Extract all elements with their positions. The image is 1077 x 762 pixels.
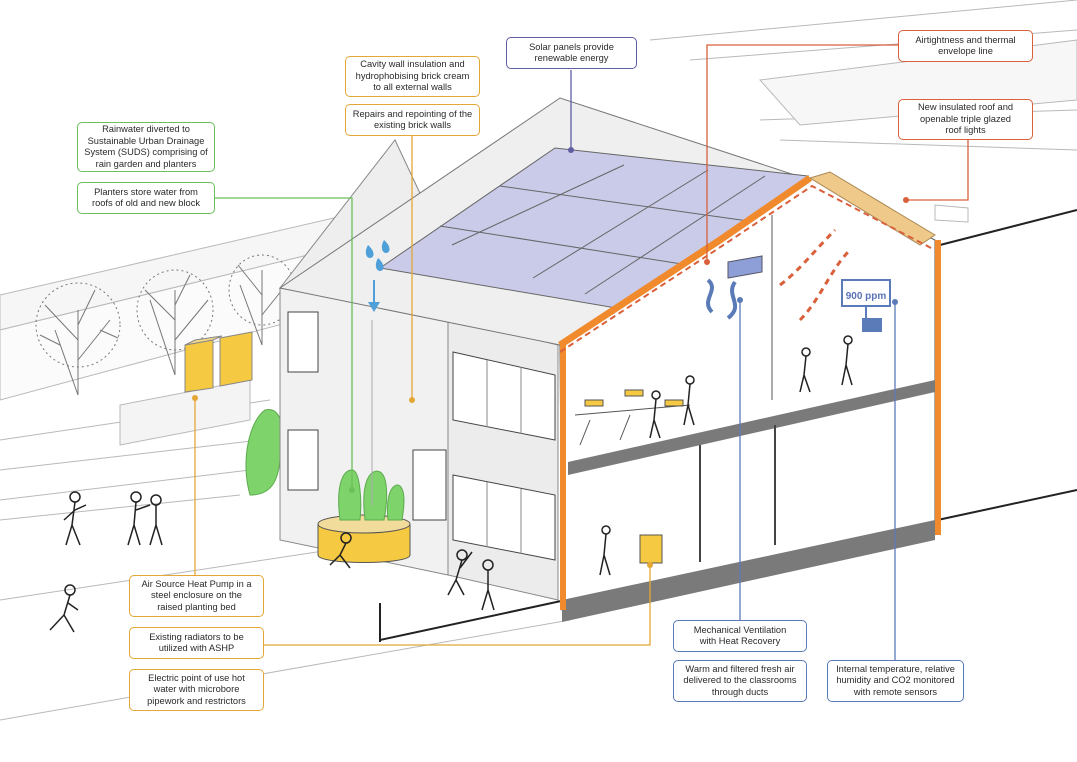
callout-line: delivered to the classrooms	[683, 675, 796, 687]
callout-line: Rainwater diverted to	[84, 124, 207, 136]
callout-line: Electric point of use hot	[147, 673, 246, 685]
callout-line: Planters store water from	[92, 187, 200, 199]
callout-line: humidity and CO2 monitored	[836, 675, 955, 687]
callout-line: Airtightness and thermal	[915, 35, 1015, 47]
callout-line: openable triple glazed	[918, 114, 1013, 126]
callout-line: with Heat Recovery	[694, 636, 787, 648]
callout-line: utilized with ASHP	[149, 643, 244, 655]
callout-line: New insulated roof and	[918, 102, 1013, 114]
leader-roof	[906, 140, 968, 200]
callout-line: pipework and restrictors	[147, 696, 246, 708]
callout-line: through ducts	[683, 687, 796, 699]
person-figure	[64, 492, 86, 545]
callout-line: Solar panels provide	[529, 42, 614, 54]
callout-line: roof lights	[918, 125, 1013, 137]
callout-line: hydrophobising brick cream	[356, 71, 470, 83]
callout-line: with remote sensors	[836, 687, 955, 699]
callout-line: roofs of old and new block	[92, 198, 200, 210]
ground-line-right	[940, 210, 1077, 245]
callout-line: Air Source Heat Pump in a	[141, 579, 251, 591]
co2-sensor-display: 900 ppm	[844, 286, 888, 306]
callout-line: System (SUDS) comprising of	[84, 147, 207, 159]
callout-line: to all external walls	[356, 82, 470, 94]
callout-line: water with microbore	[147, 684, 246, 696]
callout-line: steel enclosure on the	[141, 590, 251, 602]
callout-line: envelope line	[915, 46, 1015, 58]
callout-line: Mechanical Ventilation	[694, 625, 787, 637]
person-figure	[150, 495, 162, 545]
callout-line: rain garden and planters	[84, 159, 207, 171]
callout-line: Internal temperature, relative	[836, 664, 955, 676]
callout-line: raised planting bed	[141, 602, 251, 614]
callout-line: Existing radiators to be	[149, 632, 244, 644]
callout-line: Cavity wall insulation and	[356, 59, 470, 71]
callout-line: Repairs and repointing of the	[353, 109, 472, 121]
callout-line: existing brick walls	[353, 120, 472, 132]
rain-garden-shrub	[246, 410, 283, 495]
callout-line: Warm and filtered fresh air	[683, 664, 796, 676]
callout-line: Sustainable Urban Drainage	[84, 136, 207, 148]
callout-line: renewable energy	[529, 53, 614, 65]
person-figure	[128, 492, 150, 545]
